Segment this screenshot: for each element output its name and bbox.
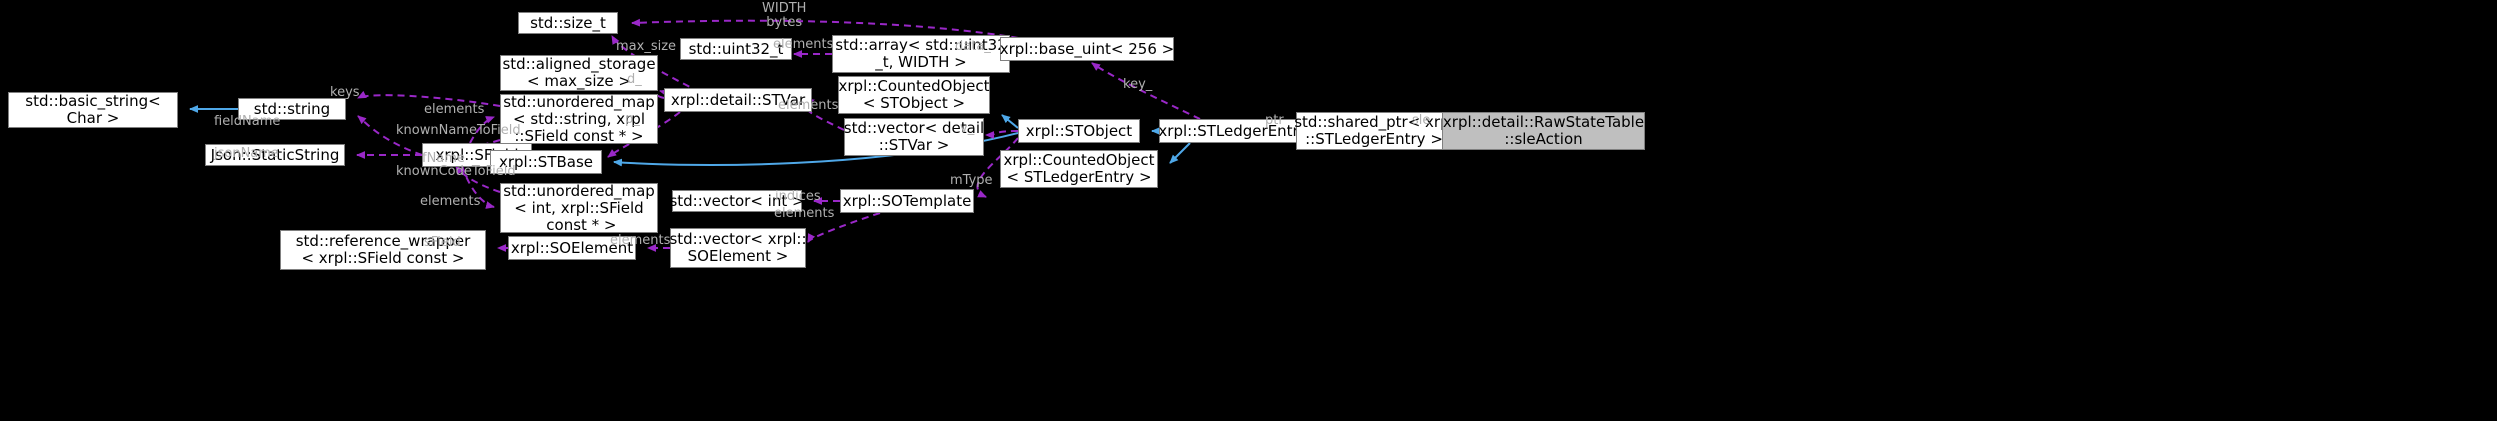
edge-label-keys: keys bbox=[330, 85, 360, 100]
edge-label-key: key_ bbox=[1123, 77, 1153, 92]
node-xrpl-soelement[interactable]: xrpl::SOElement bbox=[508, 236, 636, 260]
edge-label-indices: indices bbox=[775, 189, 821, 204]
edge-label-data: data_ bbox=[955, 39, 991, 54]
node-std-uint32-t[interactable]: std::uint32_t bbox=[680, 38, 792, 60]
edge-label-knownnametofield: knownNameToField bbox=[396, 123, 521, 138]
edge-label-max-size: max_size bbox=[616, 39, 677, 54]
edge-label-fieldname: fieldName bbox=[214, 114, 281, 129]
edge-label-elements-map-string: elements bbox=[424, 102, 485, 117]
node-xrpl-base-uint-256[interactable]: xrpl::base_uint< 256 > bbox=[1000, 37, 1174, 61]
node-std-unordered-map-string[interactable]: std::unordered_map < std::string, xrpl :… bbox=[500, 93, 658, 144]
edge-label-v: v_ bbox=[960, 121, 975, 136]
edge-label-elements-stvar: elements bbox=[778, 98, 839, 113]
edge-label-jsonname: jsonName bbox=[214, 146, 279, 161]
node-std-vector-soelement[interactable]: std::vector< xrpl:: SOElement > bbox=[669, 228, 807, 268]
node-std-vector-stvar[interactable]: std::vector< detail ::STVar > bbox=[843, 118, 985, 156]
node-xrpl-stobject[interactable]: xrpl::STObject bbox=[1018, 119, 1140, 143]
edge-label-sfield: sField bbox=[424, 235, 461, 250]
edge-label-knowncodetofield: knownCodeToField bbox=[396, 164, 516, 179]
node-std-basic-string[interactable]: std::basic_string< Char > bbox=[8, 92, 178, 128]
node-xrpl-stledgerentry[interactable]: xrpl::STLedgerEntry bbox=[1158, 119, 1308, 143]
node-std-vector-int[interactable]: std::vector< int > bbox=[669, 190, 805, 212]
node-std-size-t[interactable]: std::size_t bbox=[518, 12, 618, 34]
edge-label-p: p_ bbox=[625, 112, 640, 127]
edge-label-mtype: mType bbox=[950, 173, 993, 188]
node-xrpl-sotemplate[interactable]: xrpl::SOTemplate bbox=[840, 189, 974, 213]
edge-label-elements-map-int: elements bbox=[420, 194, 481, 209]
node-std-unordered-map-int[interactable]: std::unordered_map < int, xrpl::SField c… bbox=[500, 182, 658, 233]
edge-label-d: d_ bbox=[627, 72, 642, 87]
node-std-shared-ptr-stledgerentry[interactable]: std::shared_ptr< xrpl ::STLedgerEntry > bbox=[1294, 112, 1454, 150]
node-xrpl-stbase[interactable]: xrpl::STBase bbox=[490, 150, 602, 174]
edge-label-elements-uint32: elements bbox=[773, 37, 834, 52]
edge-label-ptr: ptr bbox=[1265, 113, 1284, 128]
edge-label-sle: sle bbox=[1412, 113, 1431, 128]
node-xrpl-countedobject-stobject[interactable]: xrpl::CountedObject < STObject > bbox=[838, 76, 990, 114]
node-xrpl-detail-stvar[interactable]: xrpl::detail::STVar bbox=[664, 88, 812, 112]
node-std-reference-wrapper[interactable]: std::reference_wrapper < xrpl::SField co… bbox=[280, 230, 486, 270]
node-std-array-uint32[interactable]: std::array< std::uint32 _t, WIDTH > bbox=[832, 35, 1010, 73]
edge-label-elements-sotemplate: elements bbox=[774, 206, 835, 221]
node-std-string[interactable]: std::string bbox=[238, 98, 346, 120]
node-xrpl-detail-rawstatetable-sleaction[interactable]: xrpl::detail::RawStateTable ::sleAction bbox=[1442, 112, 1645, 150]
node-std-aligned-storage[interactable]: std::aligned_storage < max_size > bbox=[500, 55, 658, 91]
edge-label-elements-soelement: elements bbox=[610, 233, 671, 248]
node-json-staticstring[interactable]: Json::StaticString bbox=[205, 144, 345, 166]
node-xrpl-countedobject-stledgerentry[interactable]: xrpl::CountedObject < STLedgerEntry > bbox=[1000, 150, 1158, 188]
edge-label-fname: fName bbox=[422, 151, 465, 166]
edge-label-width-bytes: WIDTH bytes bbox=[762, 1, 807, 30]
